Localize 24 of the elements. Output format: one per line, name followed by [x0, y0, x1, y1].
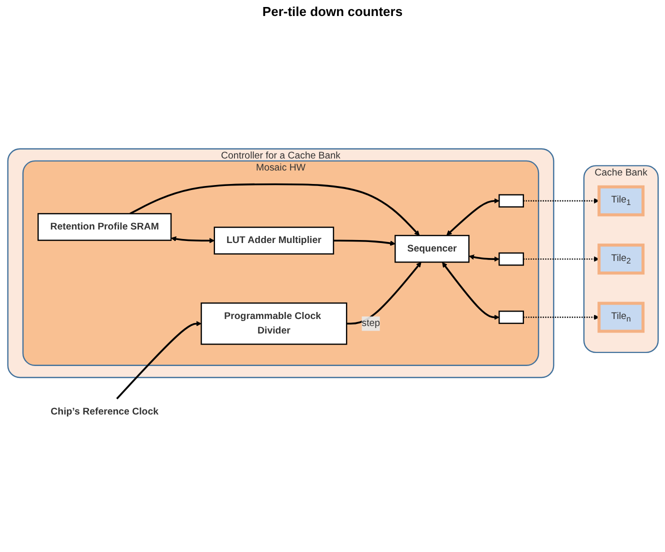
arrow — [522, 256, 599, 262]
node-bar — [498, 311, 524, 324]
arrow — [129, 184, 420, 236]
counters-heading: Per-tile down counters — [262, 4, 403, 19]
arrow — [116, 321, 202, 400]
node-bar — [498, 252, 524, 266]
node-box: Sequencer — [394, 235, 469, 264]
arrow — [522, 198, 599, 204]
arrow — [346, 262, 421, 325]
arrow — [522, 315, 599, 320]
arrow — [468, 254, 499, 262]
node-box: Tile$_{n}$ — [597, 302, 644, 334]
node-bar — [498, 194, 524, 208]
node-box: LUT Adder Multiplier — [213, 227, 334, 255]
node-box: Programmable Clock Divider — [200, 302, 347, 346]
arrow — [333, 240, 395, 246]
node-box: Tile$_{2}$ — [597, 244, 644, 275]
node-text: Chip’s Reference Clock — [50, 406, 158, 418]
node-box: Tile$_{1}$ — [597, 186, 644, 217]
edge-label: step — [361, 318, 380, 329]
arrow — [446, 198, 499, 236]
node-box: Retention Profile SRAM — [37, 213, 172, 242]
arrow — [170, 236, 214, 244]
arrow — [442, 262, 499, 320]
